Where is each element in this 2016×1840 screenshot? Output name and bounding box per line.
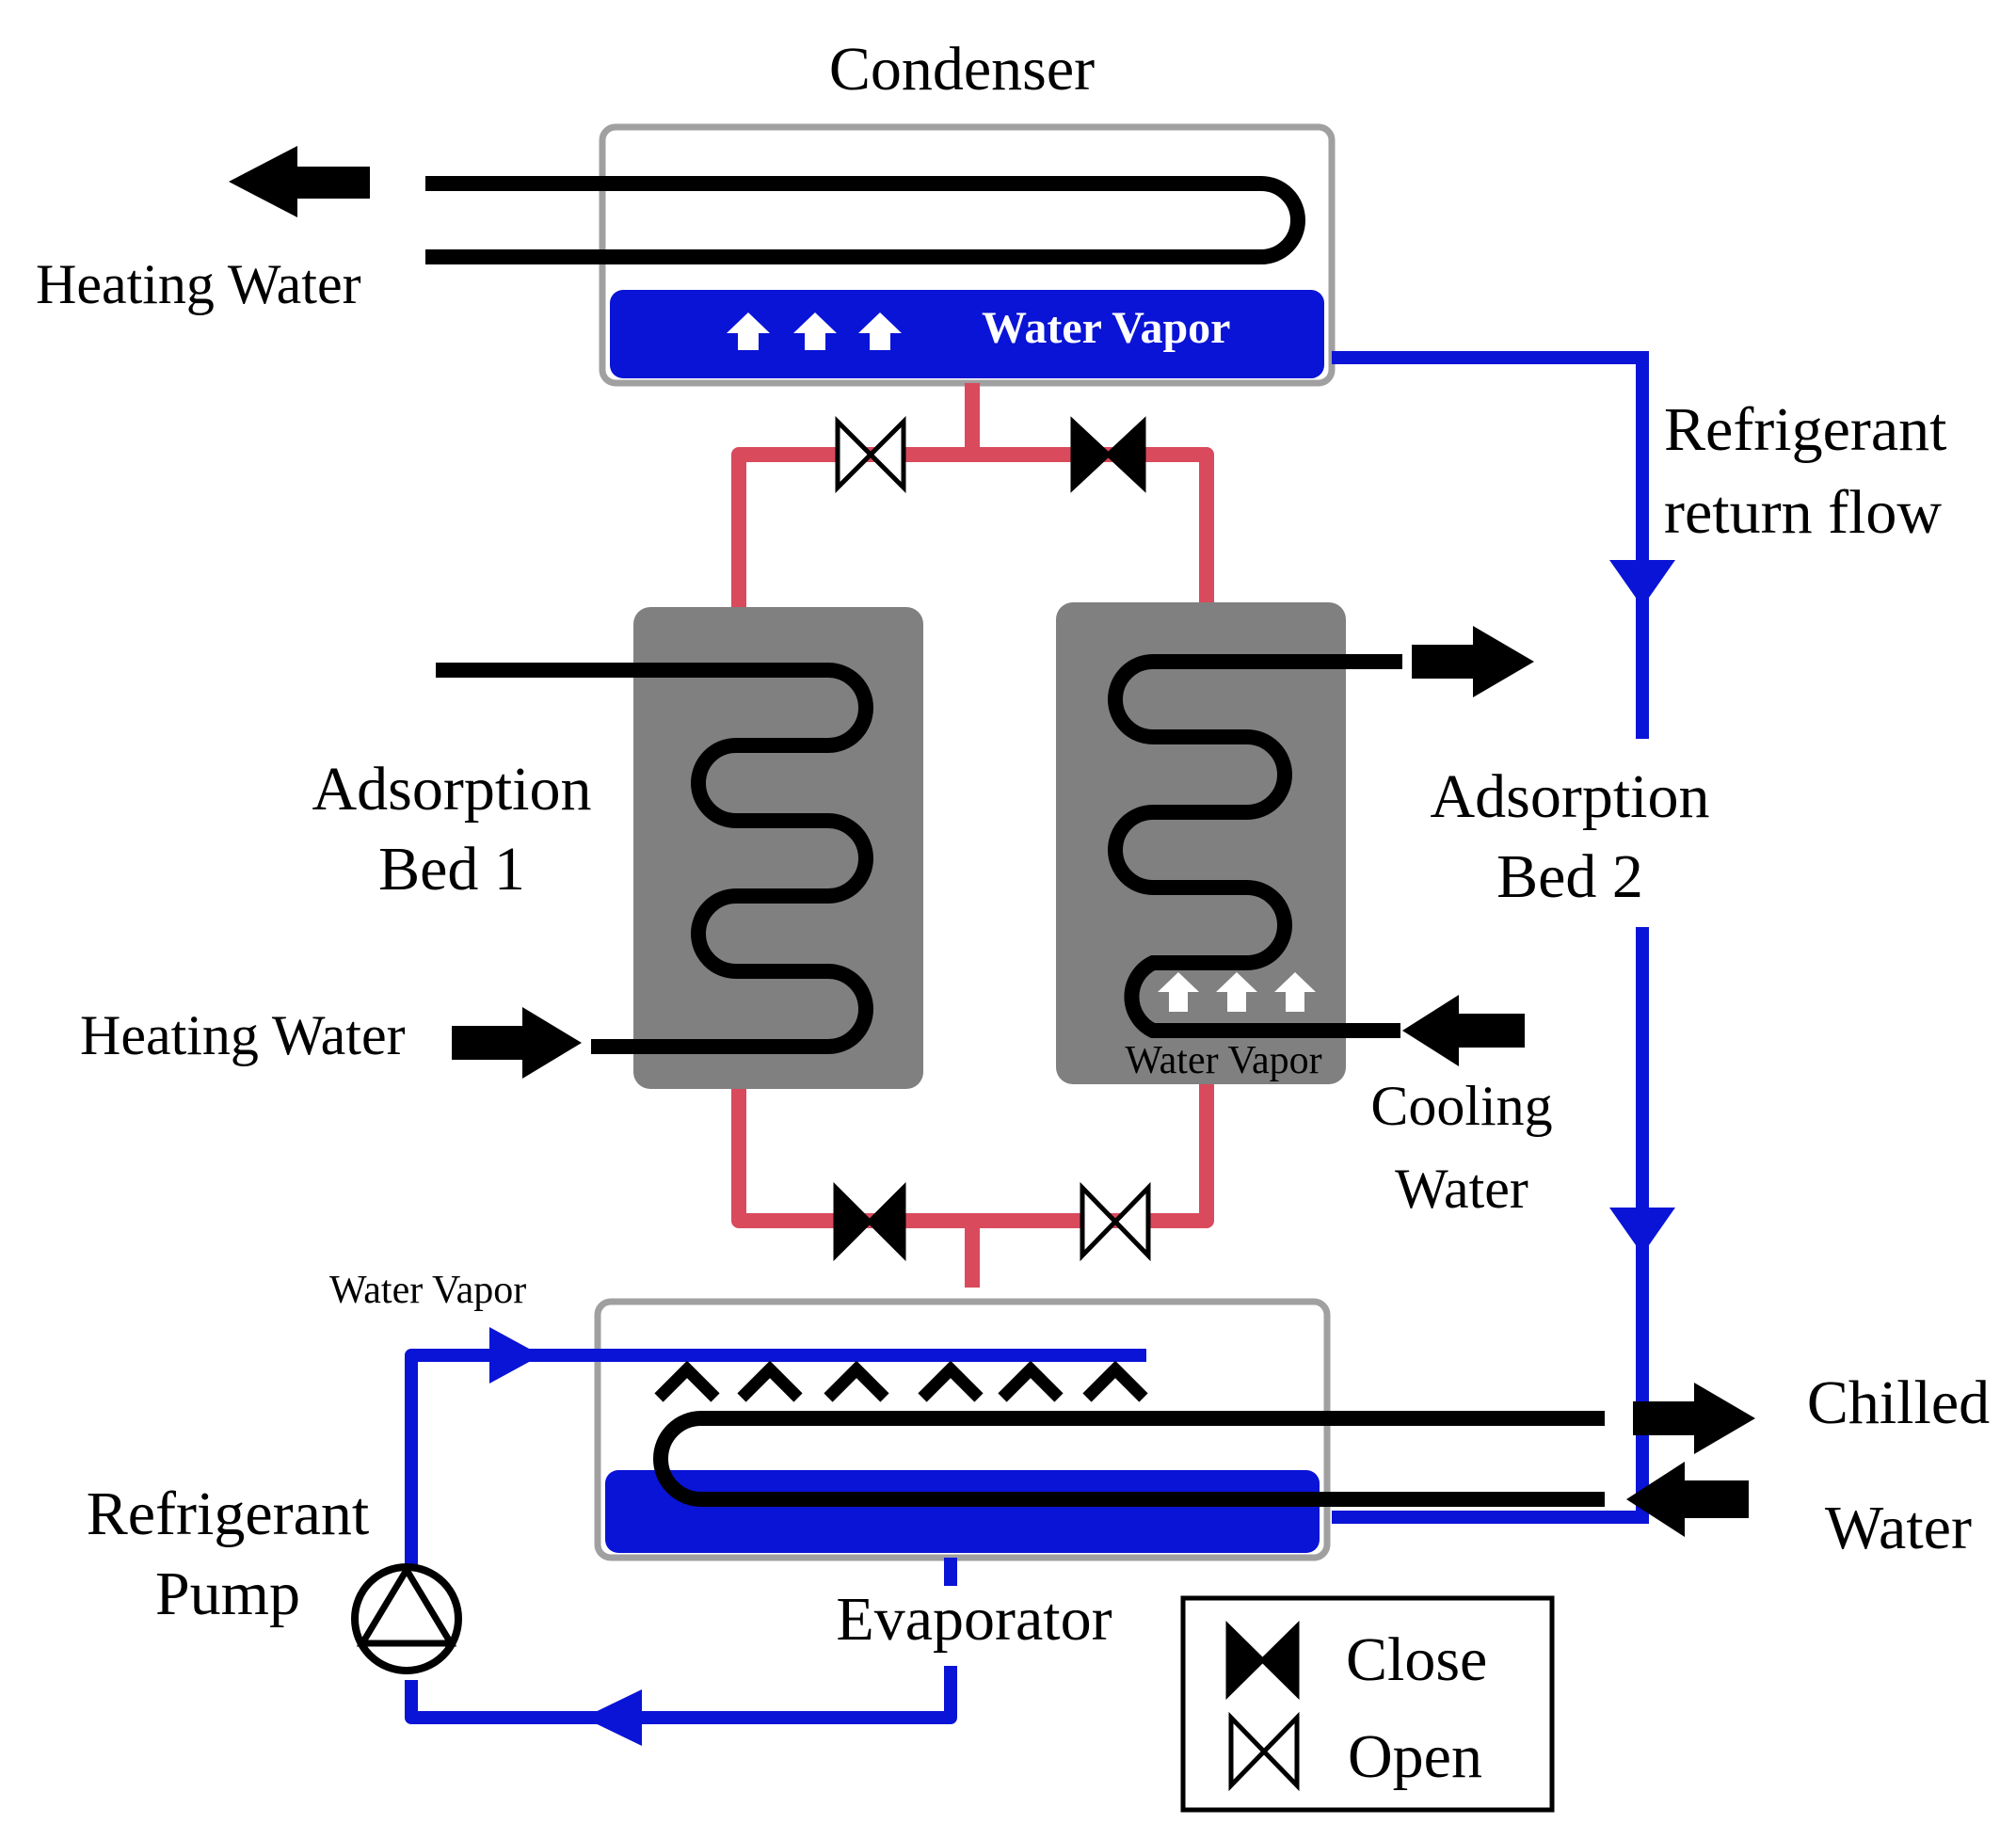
condenser: Water Vapor Condenser xyxy=(425,35,1336,387)
bed-1-label-2: Bed 1 xyxy=(378,835,525,904)
spray-nozzles xyxy=(654,1360,1148,1402)
open-valve-icon xyxy=(1228,1711,1300,1792)
cooling-water-label-1: Cooling xyxy=(1370,1075,1552,1137)
up-arrow-icon xyxy=(1216,972,1257,1012)
up-arrow-icon xyxy=(1274,972,1316,1012)
adsorption-bed-2: Water Vapor xyxy=(1056,602,1402,1084)
refrigerant-return-label-1: Refrigerant xyxy=(1664,395,1947,464)
heating-water-out-label: Heating Water xyxy=(36,253,361,315)
spray-nozzle-icon xyxy=(998,1360,1064,1402)
spray-nozzle-icon xyxy=(918,1360,984,1402)
spray-nozzle-icon xyxy=(824,1360,889,1402)
refrigerant-return-line xyxy=(1332,351,1649,1524)
bed-2-vapor-label: Water Vapor xyxy=(1125,1039,1321,1082)
legend-open-label: Open xyxy=(1348,1722,1482,1791)
bed-2-vessel xyxy=(1056,602,1346,1084)
evaporator-refrigerant-pool xyxy=(605,1470,1320,1553)
flow-down-arrow-icon xyxy=(1609,1208,1675,1255)
valve-top-left-open xyxy=(835,415,906,494)
bed-1-label-1: Adsorption xyxy=(312,755,592,824)
refrigerant-pump-loop xyxy=(405,1349,957,1724)
chilled-water-label-1: Chilled xyxy=(1807,1368,1990,1437)
legend: Close Open xyxy=(1180,1595,1555,1813)
cooling-water-label-2: Water xyxy=(1395,1158,1528,1220)
pump-triangle-icon xyxy=(356,1563,457,1647)
condenser-title: Condenser xyxy=(829,35,1095,104)
flow-right-arrow-icon xyxy=(489,1327,541,1384)
bed-1-vessel xyxy=(633,607,923,1089)
close-valve-icon xyxy=(1225,1621,1300,1700)
vapor-piping-top xyxy=(731,383,1214,607)
heating-water-in-label: Heating Water xyxy=(80,1004,406,1066)
vapor-piping-bottom xyxy=(731,1082,1214,1288)
cooling-water-in-arrow-icon xyxy=(1402,995,1525,1066)
heating-water-in-arrow-icon xyxy=(452,1007,582,1079)
valve-bottom-right-open xyxy=(1080,1181,1151,1262)
legend-close-label: Close xyxy=(1346,1625,1487,1694)
spray-nozzle-icon xyxy=(654,1360,720,1402)
chilled-water-coil xyxy=(653,1411,1605,1507)
condenser-vapor-label: Water Vapor xyxy=(982,303,1230,353)
up-arrow-icon xyxy=(793,312,837,350)
flow-down-arrow-icon xyxy=(1609,560,1675,607)
refrigerant-pump xyxy=(351,1563,462,1674)
flow-left-arrow-icon xyxy=(584,1689,642,1746)
bed-2-label-2: Bed 2 xyxy=(1496,842,1643,911)
chilled-water-out-arrow-icon xyxy=(1633,1383,1755,1454)
up-arrow-icon xyxy=(727,312,770,350)
adsorption-bed-1 xyxy=(436,607,923,1089)
pump-label-1: Refrigerant xyxy=(87,1480,370,1548)
bed-2-outlet-arrow-icon xyxy=(1412,626,1534,697)
spray-nozzle-icon xyxy=(737,1360,803,1402)
up-arrow-icon xyxy=(1158,972,1199,1012)
vapor-up-arrows xyxy=(727,312,902,350)
valve-top-right-closed xyxy=(1070,416,1146,493)
condenser-coil xyxy=(425,176,1305,264)
bed-2-coil xyxy=(1108,654,1402,1038)
condenser-vapor-pool xyxy=(610,290,1324,378)
heating-water-out-arrow-icon xyxy=(229,146,370,217)
evaporator-title: Evaporator xyxy=(836,1585,1112,1654)
evaporator-vapor-label: Water Vapor xyxy=(329,1269,526,1312)
spray-nozzle-icon xyxy=(1082,1360,1148,1402)
pump-icon xyxy=(351,1563,462,1674)
bed-2-label-1: Adsorption xyxy=(1431,762,1710,831)
chilled-water-in-arrow-icon xyxy=(1626,1462,1749,1537)
valve-bottom-left-closed xyxy=(833,1181,906,1262)
bed-2-vapor-arrows xyxy=(1158,972,1316,1012)
refrigerant-return-label-2: return flow xyxy=(1664,478,1942,547)
bed-1-coil xyxy=(436,663,873,1054)
chilled-water-label-2: Water xyxy=(1825,1494,1972,1562)
up-arrow-icon xyxy=(858,312,902,350)
pump-label-2: Pump xyxy=(155,1560,300,1628)
